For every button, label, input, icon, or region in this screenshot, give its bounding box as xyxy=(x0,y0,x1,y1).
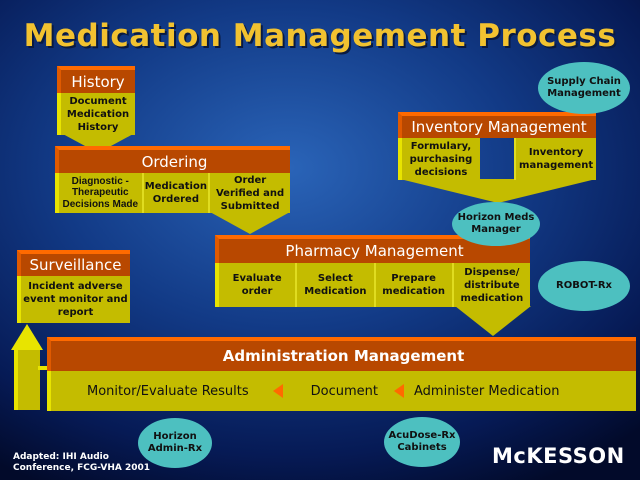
history-header: History xyxy=(57,66,135,93)
admin-rx-ellipse: Horizon Admin-Rx xyxy=(138,418,212,468)
inventory-cell: Inventory management xyxy=(514,138,596,180)
admin-step-monitor: Monitor/Evaluate Results xyxy=(87,383,249,399)
surveillance-header: Surveillance xyxy=(17,250,130,276)
pharmacy-cell: Evaluate order xyxy=(232,273,282,297)
robot-rx-ellipse: ROBOT-Rx xyxy=(538,261,630,311)
surveillance-cell: Incident adverse event monitor and repor… xyxy=(23,281,128,318)
ordering-header: Ordering xyxy=(55,146,290,173)
feedback-arrow-shaft xyxy=(14,348,40,410)
surveillance-body: Incident adverse event monitor and repor… xyxy=(17,276,130,323)
pharmacy-body: Evaluate order Select Medication Prepare… xyxy=(215,263,530,307)
inventory-body: Formulary, purchasing decisions Inventor… xyxy=(398,138,596,180)
page-title: Medication Management Process xyxy=(23,18,617,54)
footnote-line: Conference, FCG-VHA 2001 xyxy=(13,462,151,473)
ordering-cell: Order Verified and Submitted xyxy=(208,173,290,213)
pharmacy-cell: Select Medication xyxy=(295,263,373,307)
mckesson-logo: McKESSON xyxy=(492,444,625,468)
inventory-arrow xyxy=(400,179,596,203)
footnote-line: Adapted: IHI Audio xyxy=(13,452,109,462)
inventory-header: Inventory Management xyxy=(398,112,596,138)
pharmacy-arrow xyxy=(455,306,531,336)
feedback-arrow-up-icon xyxy=(11,324,43,350)
footnote: Adapted: IHI Audio Conference, FCG-VHA 2… xyxy=(13,452,150,474)
inventory-cell: Formulary, purchasing decisions xyxy=(402,138,480,180)
admin-step-document: Document xyxy=(310,383,379,399)
history-cell: Document Medication History xyxy=(66,95,130,133)
ordering-cell: Medication Ordered xyxy=(141,173,209,213)
meds-manager-ellipse: Horizon Meds Manager xyxy=(452,202,540,246)
ordering-arrow xyxy=(210,212,290,234)
pharmacy-cell: Prepare medication xyxy=(373,263,452,307)
admin-step-administer: Administer Medication xyxy=(414,383,560,399)
administration-header: Administration Management xyxy=(47,337,636,371)
supply-chain-ellipse: Supply Chain Management xyxy=(538,62,630,114)
arrow-left-icon xyxy=(272,384,283,398)
history-body: Document Medication History xyxy=(57,93,135,135)
ordering-cell: Diagnostic - Therapeutic Decisions Made xyxy=(62,175,139,210)
administration-body: Monitor/Evaluate Results Document Admini… xyxy=(47,371,636,411)
ordering-body: Diagnostic - Therapeutic Decisions Made … xyxy=(55,173,290,213)
arrow-left-icon xyxy=(394,384,405,398)
feedback-connector xyxy=(38,366,50,370)
pharmacy-cell: Dispense/ distribute medication xyxy=(451,263,530,307)
acudose-ellipse: AcuDose-Rx Cabinets xyxy=(384,417,460,467)
